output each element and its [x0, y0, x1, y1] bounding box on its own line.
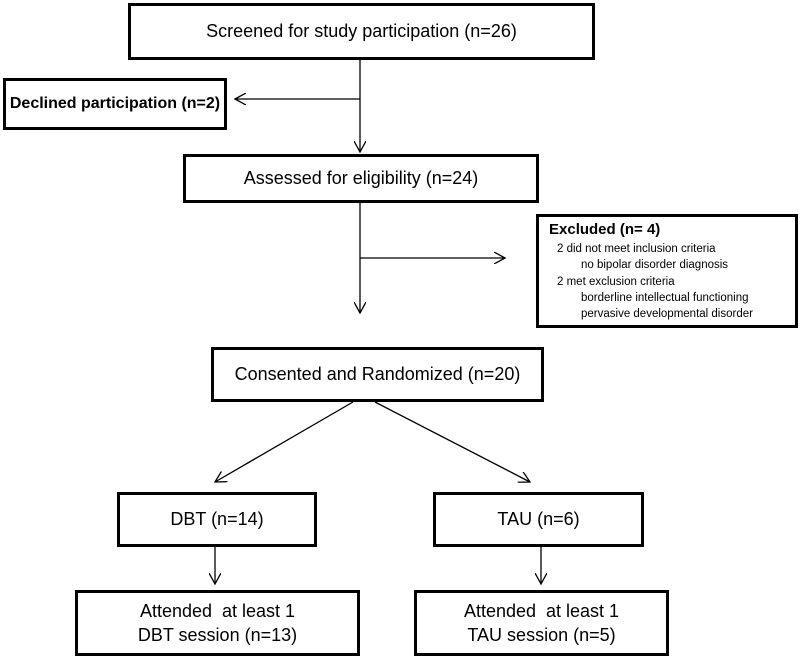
assessed-box: Assessed for eligibility (n=24) [183, 154, 539, 203]
connector-randomized-to-dbt [215, 401, 354, 482]
dbt-attended-line-1: Attended at least 1 [139, 600, 296, 621]
tau-attended-box: Attended at least 1 TAU session (n=5) [414, 590, 669, 656]
dbt-attended-box: Attended at least 1 DBT session (n=13) [75, 590, 360, 656]
tau-attended-line-1: Attended at least 1 [463, 600, 620, 621]
dbt-box: DBT (n=14) [117, 492, 317, 547]
randomized-label: Consented and Randomized (n=20) [234, 364, 521, 385]
tau-label: TAU (n=6) [497, 509, 580, 530]
declined-label: Declined participation (n=2) [9, 95, 221, 113]
assessed-label: Assessed for eligibility (n=24) [243, 168, 479, 189]
excluded-detail-2a: borderline intellectual functioning [581, 291, 749, 304]
excluded-reason-1: 2 did not meet inclusion criteria [557, 243, 716, 255]
excluded-reason-2: 2 met exclusion criteria [557, 275, 675, 288]
screened-box: Screened for study participation (n=26) [128, 3, 595, 60]
excluded-detail-1: no bipolar disorder diagnosis [581, 259, 729, 272]
tau-box: TAU (n=6) [433, 492, 644, 547]
excluded-box: Excluded (n= 4) 2 did not meet inclusion… [536, 214, 798, 328]
dbt-label: DBT (n=14) [170, 509, 264, 530]
tau-attended-line-2: TAU session (n=5) [467, 625, 616, 645]
declined-box: Declined participation (n=2) [3, 78, 227, 130]
connector-randomized-to-tau [374, 401, 530, 482]
excluded-title: Excluded (n= 4) [549, 221, 661, 238]
dbt-attended-line-2: DBT session (n=13) [137, 625, 298, 645]
randomized-box: Consented and Randomized (n=20) [211, 347, 544, 402]
excluded-detail-2b: pervasive developmental disorder [581, 308, 753, 321]
screened-label: Screened for study participation (n=26) [206, 21, 517, 42]
